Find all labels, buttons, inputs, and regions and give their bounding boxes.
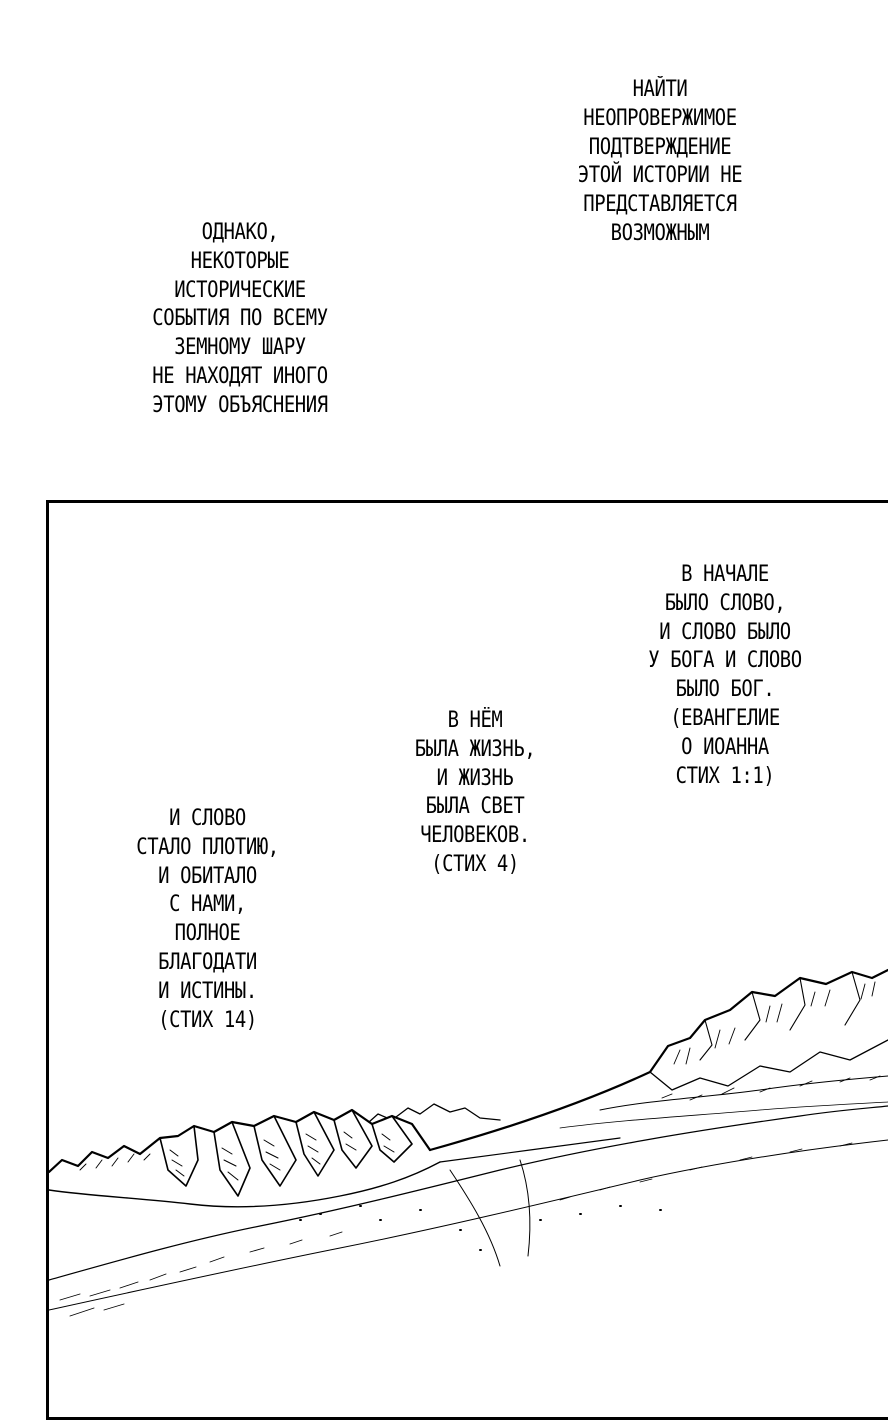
caption-line: ПОДТВЕРЖДЕНИЕ	[588, 134, 732, 160]
caption-panel-middle: В НЁМ БЫЛА ЖИЗНЬ, И ЖИЗНЬ БЫЛА СВЕТ ЧЕЛО…	[393, 707, 556, 880]
caption-line: ПРЕДСТАВЛЯЕТСЯ	[583, 192, 737, 218]
caption-line: СТАЛО ПЛОТИЮ,	[136, 834, 279, 860]
caption-line: НЕОПРОВЕРЖИМОЕ	[583, 105, 737, 131]
caption-line: ОДНАКО,	[201, 220, 279, 245]
caption-line: И СЛОВО БЫЛО	[659, 619, 791, 645]
caption-top-right: НАЙТИ НЕОПРОВЕРЖИМОЕ ПОДТВЕРЖДЕНИЕ ЭТОЙ …	[557, 76, 763, 249]
caption-line: НАЙТИ	[632, 77, 688, 102]
caption-line: В НАЧАЛЕ	[681, 562, 769, 587]
caption-line: (СТИХ 14)	[158, 1007, 257, 1033]
caption-line: БЫЛА ЖИЗНЬ,	[414, 736, 536, 762]
caption-line: ЧЕЛОВЕКОВ.	[420, 823, 530, 849]
caption-panel-left: И СЛОВО СТАЛО ПЛОТИЮ, И ОБИТАЛО С НАМИ, …	[115, 805, 300, 1035]
caption-line: БЛАГОДАТИ	[158, 949, 257, 975]
caption-line: И ЖИЗНЬ	[436, 765, 514, 791]
caption-line: ЭТОМУ ОБЪЯСНЕНИЯ	[152, 392, 328, 418]
caption-line: О ИОАННА	[681, 734, 769, 760]
caption-line: СТИХ 1:1)	[675, 763, 775, 789]
caption-line: БЫЛО БОГ.	[675, 677, 775, 703]
caption-line: И ИСТИНЫ.	[158, 978, 257, 1004]
caption-line: НЕ НАХОДЯТ ИНОГО	[152, 363, 328, 389]
caption-line: И СЛОВО	[169, 806, 246, 831]
caption-line: ЗЕМНОМУ ШАРУ	[174, 335, 306, 361]
caption-line: В НЁМ	[447, 708, 503, 733]
caption-top-left: ОДНАКО, НЕКОТОРЫЕ ИСТОРИЧЕСКИЕ СОБЫТИЯ П…	[128, 219, 352, 421]
caption-line: БЫЛО СЛОВО,	[664, 590, 786, 616]
caption-line: СОБЫТИЯ ПО ВСЕМУ	[152, 306, 328, 332]
caption-line: (ЕВАНГЕЛИЕ	[670, 705, 780, 731]
caption-line: ИСТОРИЧЕСКИЕ	[174, 277, 306, 303]
caption-line: У БОГА И СЛОВО	[648, 648, 802, 674]
caption-line: И ОБИТАЛО	[158, 863, 257, 889]
caption-line: ПОЛНОЕ	[174, 921, 241, 947]
caption-panel-right: В НАЧАЛЕ БЫЛО СЛОВО, И СЛОВО БЫЛО У БОГА…	[622, 561, 828, 791]
caption-line: ВОЗМОЖНЫМ	[610, 220, 710, 246]
caption-line: (СТИХ 4)	[431, 851, 519, 877]
caption-line: С НАМИ,	[169, 892, 246, 918]
caption-line: ЭТОЙ ИСТОРИИ НЕ	[577, 163, 743, 189]
caption-line: БЫЛА СВЕТ	[425, 794, 525, 820]
caption-line: НЕКОТОРЫЕ	[190, 248, 290, 274]
